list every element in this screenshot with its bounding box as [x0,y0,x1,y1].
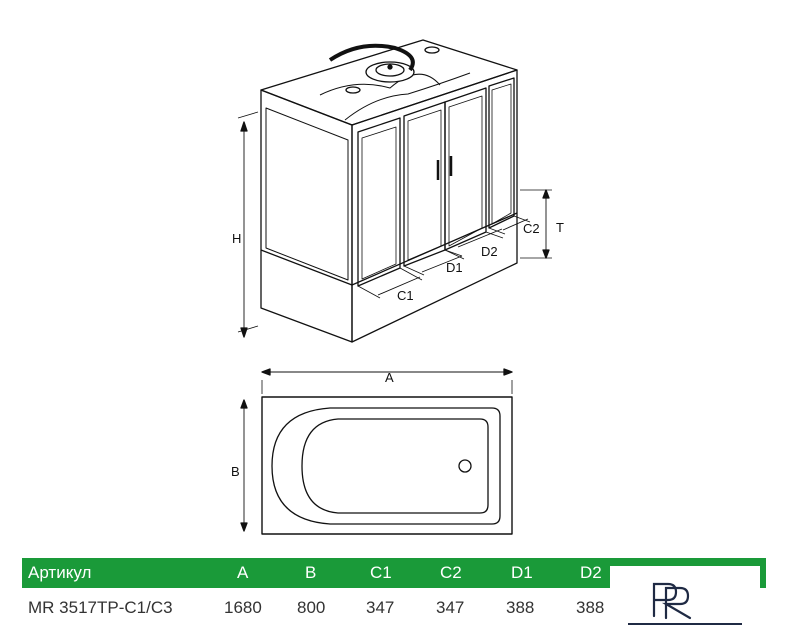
technical-drawing: H T C1 D1 D2 C2 A B [231,39,564,535]
drain-hole [458,459,472,473]
header-C1: C1 [370,563,392,582]
label-C2: C2 [523,221,540,236]
label-D2: D2 [481,244,498,259]
label-C1: C1 [397,288,414,303]
cell-C2: 347 [436,598,465,617]
cell-D1: 388 [506,598,535,617]
dimension-T [520,189,552,259]
label-H: H [232,231,241,246]
bathtub-outline [261,396,513,535]
brand-logo [610,566,760,636]
cabin-3d-view [237,39,552,343]
dimension-C1 [357,267,423,299]
label-T: T [556,220,564,235]
shower-hose [328,43,415,72]
label-B: B [231,464,240,479]
header-B: B [305,563,317,582]
header-article: Артикул [28,563,92,582]
bathtub-top-view [240,368,513,535]
spec-table-row: MR 3517TP-C1/C3 1680 800 347 347 388 388 [22,594,622,622]
dimension-C2 [488,215,531,235]
cell-article: MR 3517TP-C1/C3 [28,598,173,617]
header-A: A [237,563,249,582]
label-A: A [385,370,394,385]
header-D1: D1 [511,563,533,582]
cell-D2: 388 [576,598,605,617]
cabin-front-face [351,69,518,343]
cell-C1: 347 [366,598,395,617]
dimension-D2 [444,228,504,257]
cell-B: 800 [297,598,326,617]
header-C2: C2 [440,563,462,582]
cell-A: 1680 [224,598,262,617]
dimension-H [237,111,259,338]
header-D2: D2 [580,563,602,582]
label-D1: D1 [446,260,463,275]
cabin-left-face [260,89,353,343]
